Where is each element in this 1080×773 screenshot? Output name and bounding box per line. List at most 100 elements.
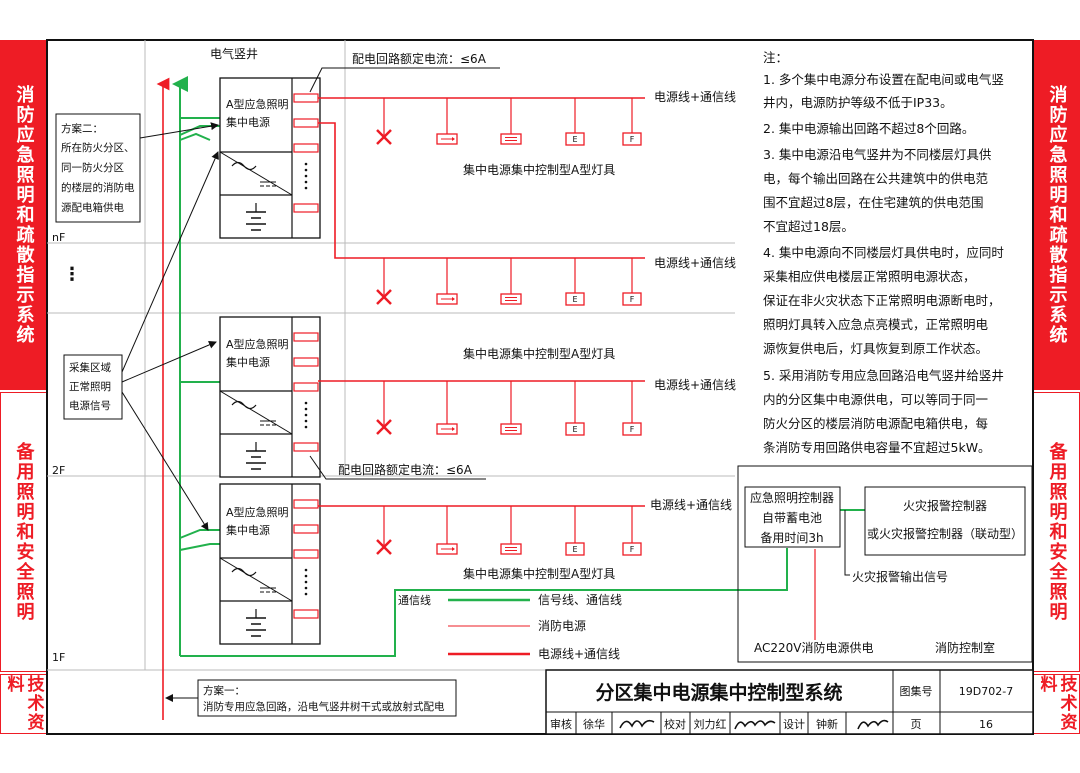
designer-signature [857, 719, 889, 730]
review-label: 审核 [550, 717, 572, 731]
notes: 注： 1. 多个集中电源分布设置在配电间或电气竖 井内，电源防护等级不低于IP3… [763, 50, 1004, 455]
svg-text:防火分区的楼层消防电源配电箱供电，每: 防火分区的楼层消防电源配电箱供电，每 [763, 416, 988, 431]
exit-letter: E [572, 425, 577, 434]
bidirectional-sign-icon [500, 293, 522, 305]
collect-leader [121, 341, 217, 383]
signal-branch [179, 529, 220, 551]
control-room-label: 消防控制室 [935, 640, 995, 655]
power-unit-label: A型应急照明 [226, 505, 289, 519]
exit-letter: E [572, 295, 577, 304]
svg-text:电源信号: 电源信号 [69, 399, 111, 412]
floor-label-2f: 2F [52, 464, 65, 477]
control-room-box [737, 465, 1033, 663]
scheme2-leader [139, 122, 219, 139]
checker-name: 刘力红 [694, 718, 727, 731]
legend-power-comm-label: 电源线+通信线 [538, 647, 620, 661]
svg-text:源配电箱供电: 源配电箱供电 [61, 201, 124, 214]
floor-letter: F [630, 545, 635, 554]
floor-letter: F [630, 135, 635, 144]
fixtures-nf [375, 128, 642, 146]
riser-label: 电气竖井 [210, 46, 258, 61]
power-unit-label: 集中电源 [226, 355, 270, 369]
sidebar-section-technical-data: 技术资料 [0, 674, 47, 734]
sidebar-section-technical-data: 技术资料 [1033, 674, 1080, 734]
fixtures-upper [375, 288, 642, 306]
collect-leader [121, 151, 219, 373]
power-comm-line-label: 电源线+通信线 [650, 498, 732, 512]
controller-text: 应急照明控制器 自带蓄电池 备用时间3h [750, 490, 834, 545]
title-block: 分区集中电源集中控制型系统 图集号 19D702-7 审核 徐华 校对 刘力红 … [545, 669, 1034, 735]
left-sidebar: 消防应急照明和疏散指示系统 备用照明和安全照明 技术资料 [0, 40, 47, 734]
ac-supply-label: AC220V消防电源供电 [754, 640, 874, 655]
red-feeders [318, 97, 645, 507]
svg-text:正常照明: 正常照明 [69, 380, 111, 393]
fixture-drops [383, 98, 633, 545]
sidebar-section-emergency-lighting: 消防应急照明和疏散指示系统 [0, 40, 47, 390]
svg-text:所在防火分区、: 所在防火分区、 [61, 141, 135, 154]
bidirectional-sign-icon [500, 543, 522, 555]
atlas-label: 图集号 [900, 684, 933, 698]
svg-text:3. 集中电源沿电气竖井为不同楼层灯具供: 3. 集中电源沿电气竖井为不同楼层灯具供 [763, 147, 991, 162]
svg-text:1. 多个集中电源分布设置在配电间或电气竖: 1. 多个集中电源分布设置在配电间或电气竖 [763, 72, 1004, 87]
floor-letter: F [630, 295, 635, 304]
svg-text:4. 集中电源向不同楼层灯具供电时，应同时: 4. 集中电源向不同楼层灯具供电时，应同时 [763, 245, 1004, 260]
reviewer-name: 徐华 [583, 717, 605, 731]
fire-alarm-signal-label: 火灾报警输出信号 [852, 569, 948, 584]
directional-sign-icon [436, 543, 458, 555]
page-label: 页 [911, 718, 922, 731]
svg-text:源恢复供电后，灯具恢复到原工作状态。: 源恢复供电后，灯具恢复到原工作状态。 [763, 341, 988, 356]
legend-signal-label: 信号线、通信线 [538, 593, 622, 607]
fixture-group-label: 集中电源集中控制型A型灯具 [463, 162, 615, 177]
power-unit-label: 集中电源 [226, 523, 270, 537]
sidebar-section-emergency-lighting: 消防应急照明和疏散指示系统 [1033, 40, 1080, 390]
svg-text:采集相应供电楼层正常照明电源状态，: 采集相应供电楼层正常照明电源状态， [763, 269, 976, 284]
scheme1-text: 消防专用应急回路，沿电气竖井树干式或放射式配电 [203, 700, 445, 713]
svg-text:井内，电源防护等级不低于IP33。: 井内，电源防护等级不低于IP33。 [763, 95, 953, 110]
directional-sign-icon [436, 423, 458, 435]
comm-line-to-controller [180, 548, 788, 657]
svg-text:条消防专用回路供电容量不宜超过5kW。: 条消防专用回路供电容量不宜超过5kW。 [763, 440, 991, 455]
collect-signal-box [63, 354, 123, 420]
circuit-current-label: 配电回路额定电流：≤6A [338, 462, 473, 477]
collect-signal-text: 采集区域 正常照明 电源信号 [69, 361, 111, 412]
page-number: 16 [979, 718, 993, 731]
svg-text:自带蓄电池: 自带蓄电池 [762, 511, 822, 525]
design-label: 设计 [783, 718, 805, 731]
fire-alarm-box [864, 486, 1026, 556]
collect-leader [121, 391, 209, 531]
drawing-title: 分区集中电源集中控制型系统 [595, 681, 842, 704]
reviewer-signature [619, 719, 655, 729]
vertical-ellipsis: ⋮ [63, 264, 81, 285]
svg-text:2. 集中电源输出回路不超过8个回路。: 2. 集中电源输出回路不超过8个回路。 [763, 121, 974, 136]
fixture-group-label: 集中电源集中控制型A型灯具 [463, 346, 615, 361]
power-unit-label: 集中电源 [226, 115, 270, 129]
svg-text:照明灯具转入应急点亮模式，正常照明电: 照明灯具转入应急点亮模式，正常照明电 [763, 317, 989, 332]
svg-text:备用时间3h: 备用时间3h [760, 531, 823, 545]
sidebar-section-standby-lighting: 备用照明和安全照明 [1033, 392, 1080, 672]
drawing-frame [46, 39, 1034, 735]
directional-sign-icon [436, 133, 458, 145]
check-label: 校对 [664, 717, 686, 731]
controller-box [744, 486, 841, 548]
svg-text:应急照明控制器: 应急照明控制器 [750, 490, 834, 505]
comm-line-label: 通信线 [398, 593, 431, 607]
scheme1-box [197, 679, 457, 717]
atlas-number: 19D702-7 [959, 685, 1013, 698]
fire-alarm-label: 火灾报警控制器 [903, 498, 987, 513]
circuit-current-label: 配电回路额定电流：≤6A [352, 51, 487, 66]
leader-line [309, 455, 338, 480]
checker-signature [734, 720, 776, 730]
scheme2-box [55, 113, 141, 223]
svg-text:的楼层的消防电: 的楼层的消防电 [61, 181, 135, 194]
power-comm-line-label: 电源线+通信线 [654, 90, 736, 104]
power-unit-label: A型应急照明 [226, 97, 289, 111]
right-sidebar: 消防应急照明和疏散指示系统 备用照明和安全照明 技术资料 [1033, 40, 1080, 734]
power-comm-line-label: 电源线+通信线 [654, 256, 736, 270]
notes-heading: 注： [763, 50, 788, 65]
floor-letter: F [630, 425, 635, 434]
svg-text:电，每个输出回路在公共建筑中的供电范: 电，每个输出回路在公共建筑中的供电范 [763, 171, 988, 186]
floor-label-1f: 1F [52, 651, 65, 664]
scheme1-title: 方案一： [203, 684, 245, 697]
fixture-group-label: 集中电源集中控制型A型灯具 [463, 566, 615, 581]
svg-text:保证在非火灾状态下正常照明电源断电时，: 保证在非火灾状态下正常照明电源断电时， [763, 293, 1001, 308]
